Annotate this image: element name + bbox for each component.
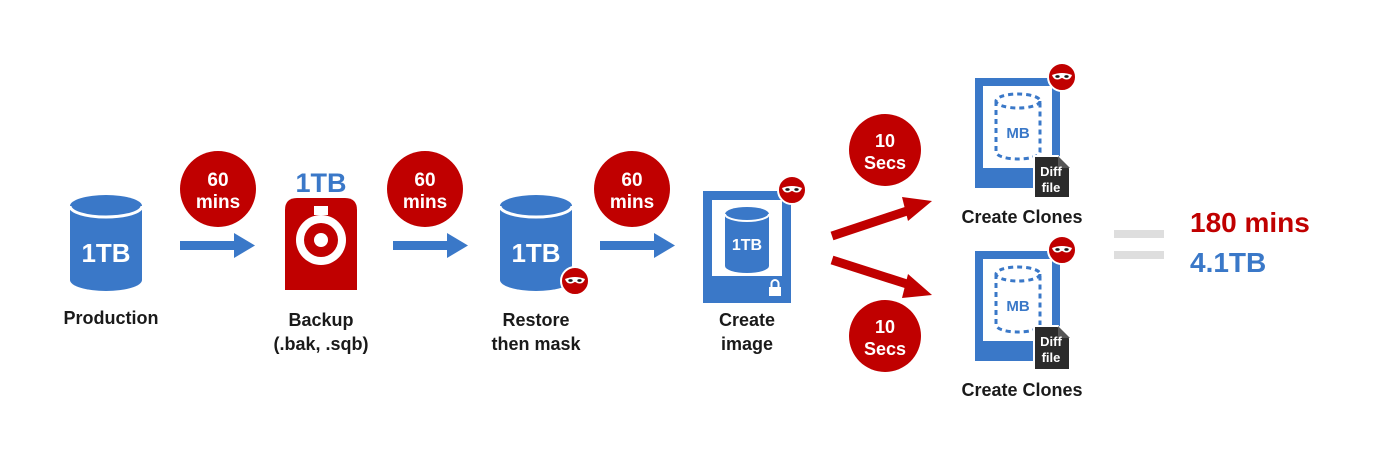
mask-icon bbox=[1047, 62, 1077, 92]
mask-icon bbox=[560, 266, 590, 296]
badge-unit: mins bbox=[610, 192, 654, 213]
image-size: 1TB bbox=[732, 237, 762, 254]
backup-label: Backup bbox=[288, 310, 354, 330]
equals-sign-bottom bbox=[1114, 251, 1164, 259]
badge-value: 60 bbox=[414, 170, 435, 191]
restore-label: Restore bbox=[502, 310, 570, 330]
time-badge-restore: 60 mins bbox=[387, 151, 463, 227]
badge-unit: mins bbox=[403, 192, 447, 213]
badge-value: 10 bbox=[875, 131, 895, 151]
image-icon: 1TB bbox=[703, 191, 791, 303]
image-label: Create bbox=[718, 310, 776, 330]
arrow-icon bbox=[830, 255, 932, 298]
restore-database-icon: 1TB bbox=[498, 195, 574, 291]
badge-value: 60 bbox=[621, 170, 642, 191]
total-size: 4.1TB bbox=[1190, 247, 1267, 278]
equals-sign-top bbox=[1114, 230, 1164, 238]
badge-unit: Secs bbox=[864, 153, 906, 173]
production-label: Production bbox=[63, 308, 159, 328]
clone-size: MB bbox=[1006, 125, 1029, 142]
arrow-icon bbox=[600, 233, 675, 258]
production-size: 1TB bbox=[81, 238, 130, 268]
time-badge-clone-bottom: 10 Secs bbox=[849, 300, 921, 372]
diff-file-icon: Diff file bbox=[1033, 155, 1071, 199]
backup-sublabel: (.bak, .sqb) bbox=[273, 334, 369, 354]
badge-unit: Secs bbox=[864, 339, 906, 359]
mask-icon bbox=[1047, 235, 1077, 265]
arrow-icon bbox=[393, 233, 468, 258]
backup-file-icon bbox=[285, 198, 357, 290]
arrow-icon bbox=[180, 233, 255, 258]
clone-top-label: Create Clones bbox=[961, 207, 1083, 227]
diff-file-icon: Diff file bbox=[1033, 325, 1071, 371]
restore-size: 1TB bbox=[511, 238, 560, 268]
mask-icon bbox=[777, 175, 807, 205]
total-time: 180 mins bbox=[1190, 207, 1310, 238]
restore-sublabel: then mask bbox=[491, 334, 581, 354]
time-badge-clone-top: 10 Secs bbox=[849, 114, 921, 186]
time-badge-image: 60 mins bbox=[594, 151, 670, 227]
image-sublabel: image bbox=[720, 334, 774, 354]
arrow-icon bbox=[830, 197, 932, 241]
diff-label: Diff bbox=[1040, 164, 1062, 179]
clone-bottom-label: Create Clones bbox=[961, 380, 1083, 400]
diff-label: file bbox=[1042, 180, 1061, 195]
diff-label: file bbox=[1042, 350, 1061, 365]
backup-size: 1TB bbox=[295, 168, 346, 198]
badge-value: 10 bbox=[875, 317, 895, 337]
production-database-icon: 1TB bbox=[68, 195, 144, 291]
lock-icon bbox=[769, 279, 781, 296]
badge-value: 60 bbox=[207, 170, 228, 191]
clone-size: MB bbox=[1006, 298, 1029, 315]
diff-label: Diff bbox=[1040, 334, 1062, 349]
badge-unit: mins bbox=[196, 192, 240, 213]
time-badge-backup: 60 mins bbox=[180, 151, 256, 227]
